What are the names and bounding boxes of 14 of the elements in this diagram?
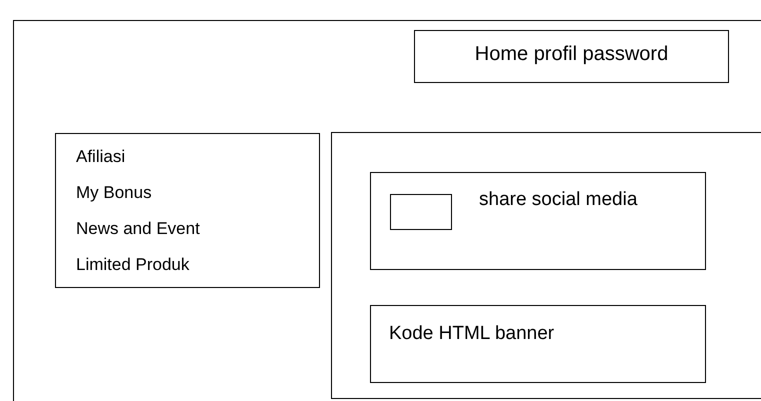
image-placeholder-box [390, 194, 452, 230]
menu-item: News and Event [76, 219, 200, 239]
box-label: Kode HTML banner [389, 323, 554, 345]
share-section-box [370, 172, 706, 270]
sidebar-menu [55, 133, 320, 288]
menu-item: Afiliasi [76, 147, 126, 167]
box-label: Home profil password [474, 43, 670, 66]
content-panel [331, 132, 761, 399]
page-frame [13, 20, 761, 401]
navigation-box [414, 30, 729, 83]
box-label: share social media [479, 189, 638, 211]
banner-code-box [370, 305, 706, 383]
menu-item: My Bonus [76, 183, 152, 203]
menu-item: Limited Produk [76, 255, 190, 275]
